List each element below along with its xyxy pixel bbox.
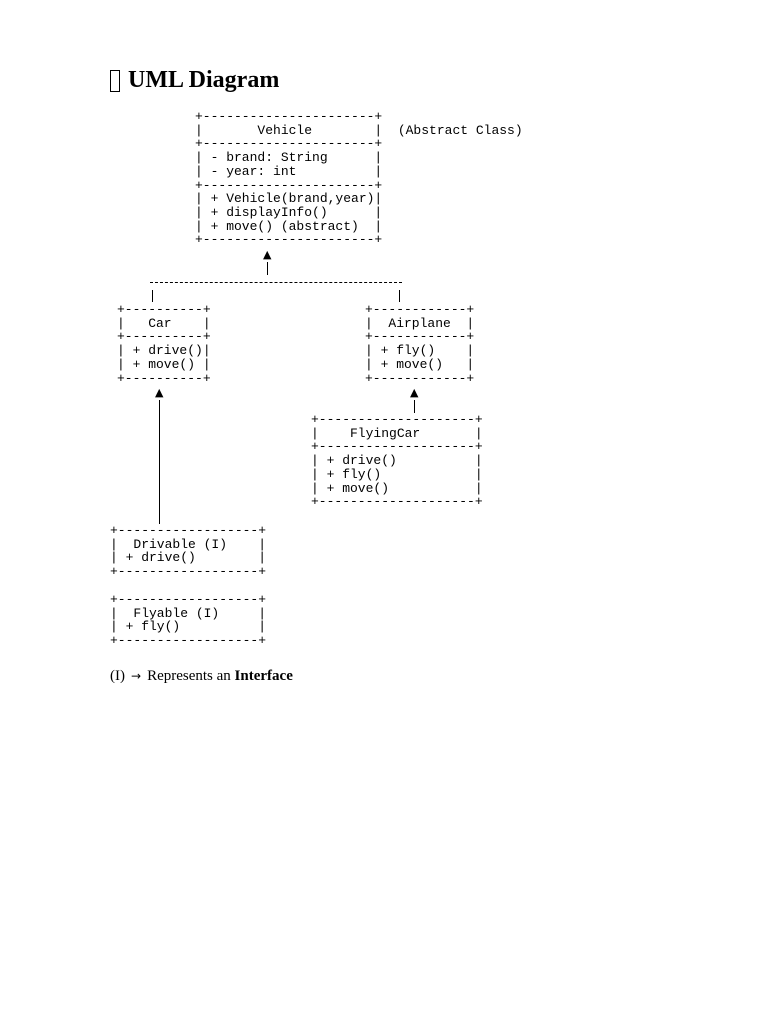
inheritance-arrow-vehicle: ▲ — [263, 248, 272, 261]
right-arrow-icon: → — [131, 669, 142, 683]
legend-text: Represents an — [147, 668, 231, 684]
interface-legend-note: (I) → Represents an Interface — [110, 666, 293, 686]
flyingcar-class-box: +--------------------+ | FlyingCar | +--… — [311, 412, 483, 510]
airplane-class-box: +------------+ | Airplane | +-----------… — [365, 302, 475, 386]
connector-vehicle-stem — [267, 262, 269, 275]
flyable-interface-box: +------------------+ | Flyable (I) | | +… — [110, 592, 267, 649]
missing-glyph-icon — [110, 70, 120, 92]
legend-prefix: (I) — [110, 668, 125, 684]
connector-car-drop — [152, 290, 154, 302]
car-class-box: +----------+ | Car | +----------+ | + dr… — [117, 302, 211, 386]
connector-airplane-drop — [399, 290, 401, 302]
vehicle-class-box: +----------------------+ | Vehicle | (Ab… — [195, 109, 523, 248]
page-title-text: UML Diagram — [128, 67, 280, 93]
legend-emphasis: Interface — [234, 668, 293, 684]
connector-car-drivable — [159, 400, 161, 524]
page-title: UML Diagram — [110, 62, 279, 98]
realization-arrow-car: ▲ — [155, 386, 164, 399]
inheritance-arrow-airplane: ▲ — [410, 386, 419, 399]
connector-airplane-flyingcar — [414, 400, 416, 413]
drivable-interface-box: +------------------+ | Drivable (I) | | … — [110, 523, 267, 580]
connector-inheritance-bar — [150, 282, 402, 283]
